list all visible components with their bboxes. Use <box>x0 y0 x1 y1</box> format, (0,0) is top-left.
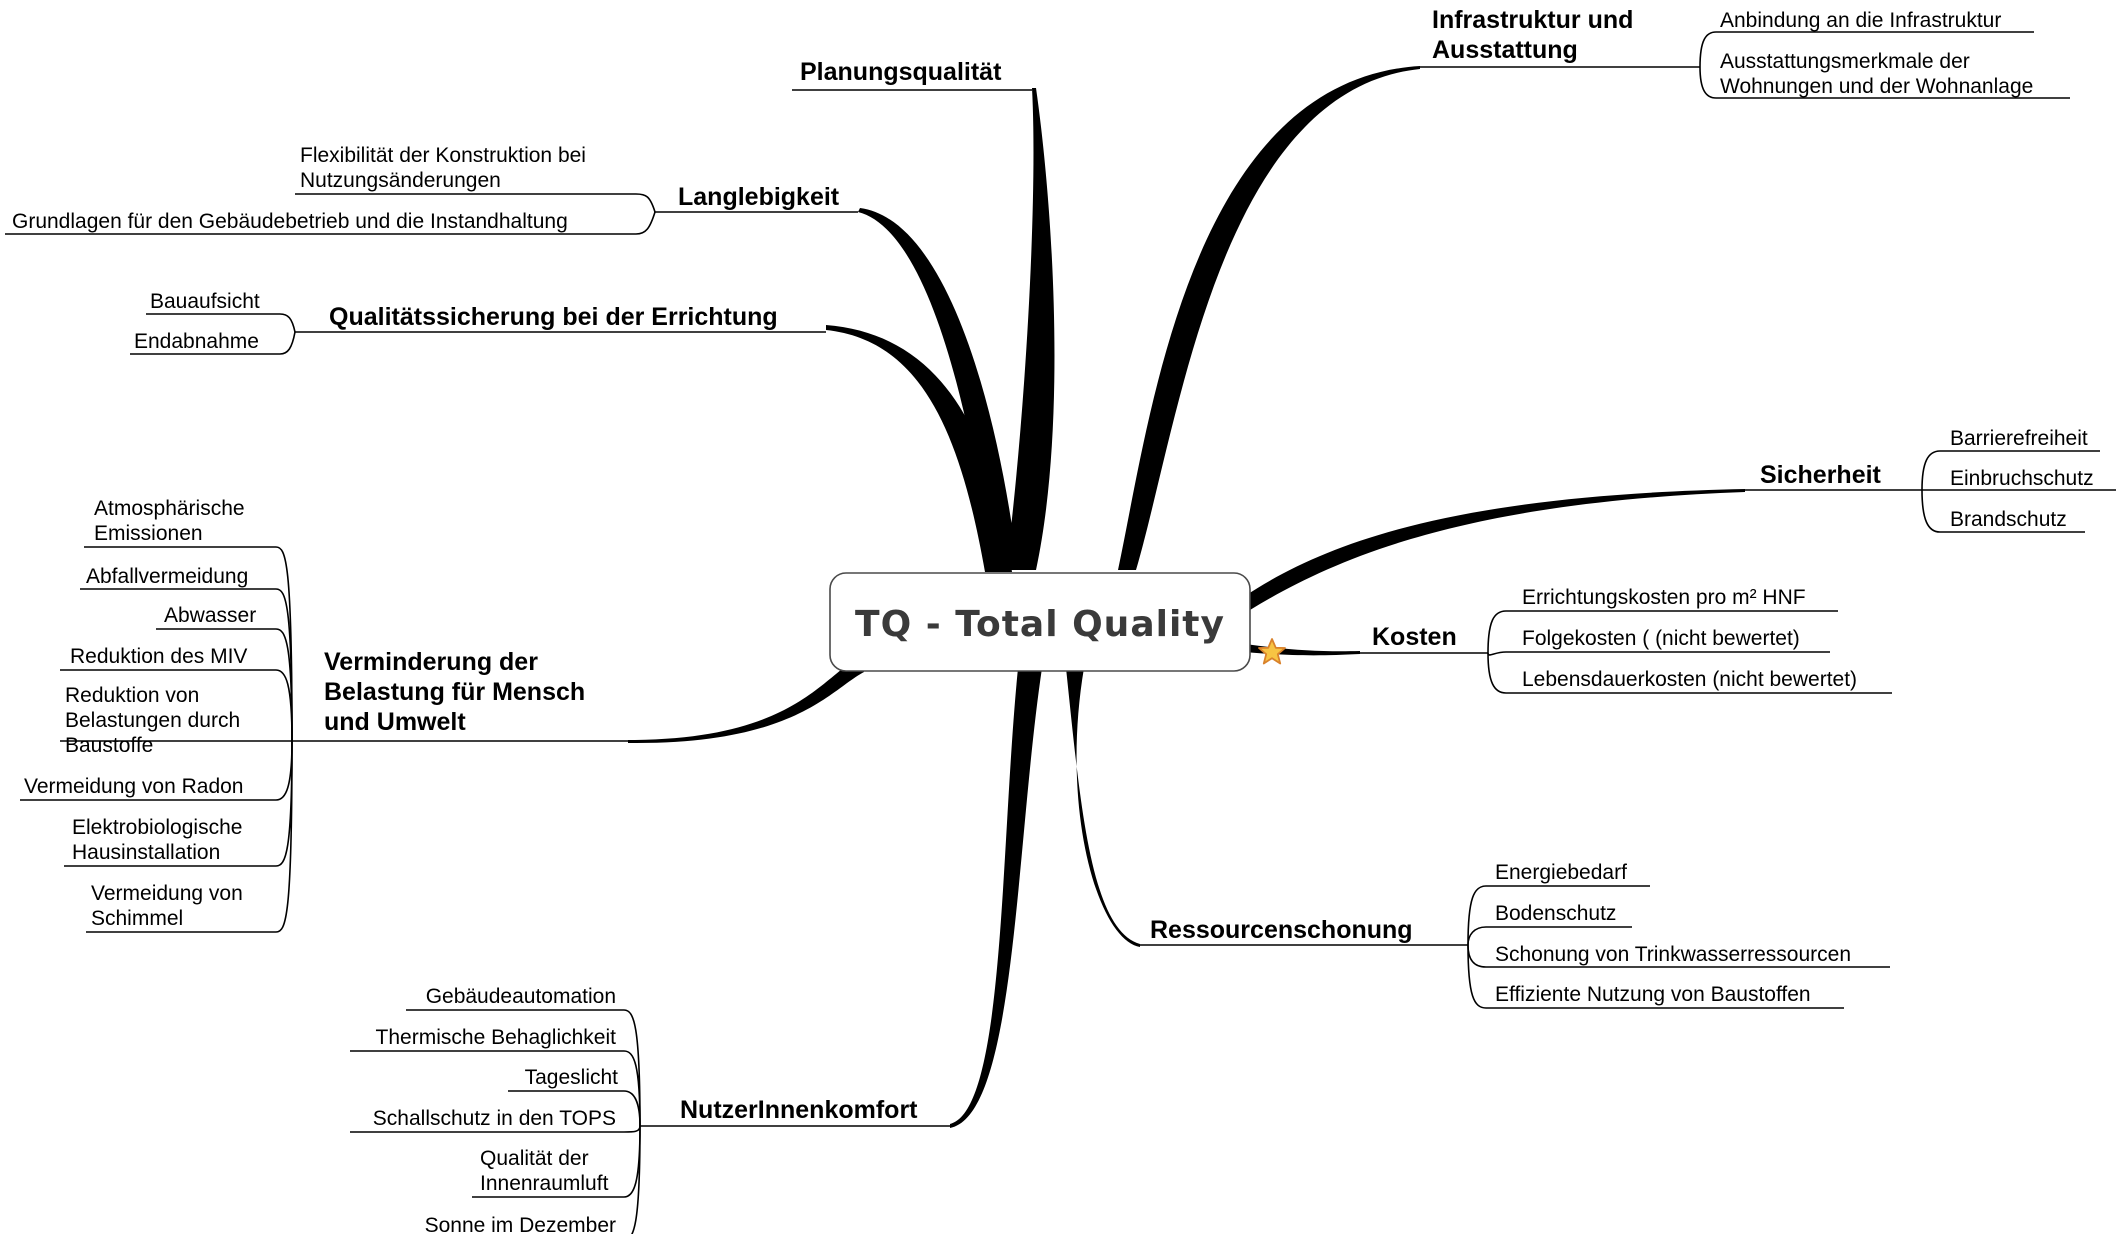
leaf-item[interactable]: Reduktion von Belastungen durch Baustoff… <box>65 684 246 757</box>
leaf-item[interactable]: Vermeidung von Radon <box>24 775 244 798</box>
leaf-item[interactable]: Energiebedarf <box>1495 861 1627 884</box>
star-icon <box>1258 638 1286 665</box>
leaf-line: Hausinstallation <box>72 841 220 864</box>
branch-label-line: Ausstattung <box>1432 36 1578 64</box>
branch-labels: Planungsqualität Langlebigkeit Qualitäts… <box>324 6 1882 1124</box>
branch-label-nutzerkomfort[interactable]: NutzerInnenkomfort <box>680 1096 918 1124</box>
leaf-item[interactable]: Endabnahme <box>134 330 259 353</box>
branch-label-ressourcenschonung[interactable]: Ressourcenschonung <box>1150 916 1413 944</box>
central-topic-label: TQ - Total Quality <box>855 604 1225 645</box>
leaf-item[interactable]: Lebensdauerkosten (nicht bewertet) <box>1522 668 1857 691</box>
central-topic-box[interactable] <box>829 572 1251 672</box>
leaf-item[interactable]: Ausstattungsmerkmale der Wohnungen und d… <box>1720 50 2033 98</box>
leaf-line: Flexibilität der Konstruktion bei <box>300 144 586 167</box>
branch-connector-verminderung <box>628 656 864 744</box>
leaf-line: Vermeidung von <box>91 882 243 905</box>
leaf-item[interactable]: Einbruchschutz <box>1950 467 2094 490</box>
branch-label-sicherheit[interactable]: Sicherheit <box>1760 461 1882 489</box>
branch-connector-infrastruktur <box>1118 66 1420 570</box>
leaf-item[interactable]: Barrierefreiheit <box>1950 427 2088 450</box>
leaf-labels: Anbindung an die Infrastruktur Ausstattu… <box>12 9 2094 1234</box>
leaf-item[interactable]: Flexibilität der Konstruktion bei Nutzun… <box>300 144 592 192</box>
branch-connector-qualitaetssicherung <box>826 325 1012 572</box>
leaf-line: Atmosphärische <box>94 497 245 520</box>
leaf-item[interactable]: Vermeidung von Schimmel <box>91 882 249 930</box>
branch-label-line: und Umwelt <box>324 708 466 736</box>
central-topic[interactable]: TQ - Total Quality <box>829 572 1251 672</box>
branch-label-qualitaetssicherung[interactable]: Qualitätssicherung bei der Errichtung <box>329 303 778 331</box>
leaf-item[interactable]: Folgekosten ( (nicht bewertet) <box>1522 627 1800 650</box>
branch-connector-sicherheit <box>1245 489 1745 610</box>
leaf-item[interactable]: Effiziente Nutzung von Baustoffen <box>1495 983 1811 1006</box>
leaf-line: Elektrobiologische <box>72 816 242 839</box>
leaf-item[interactable]: Abfallvermeidung <box>86 565 248 588</box>
leaf-item[interactable]: Brandschutz <box>1950 508 2067 531</box>
branch-connector-nutzerkomfort <box>950 668 1042 1128</box>
branch-label-line: Infrastruktur und <box>1432 6 1633 34</box>
leaf-item[interactable]: Schonung von Trinkwasserressourcen <box>1495 943 1851 966</box>
branch-label-line: Verminderung der <box>324 648 538 676</box>
branch-label-infrastruktur[interactable]: Infrastruktur und Ausstattung <box>1432 6 1633 64</box>
leaf-item[interactable]: Schallschutz in den TOPS <box>373 1107 616 1130</box>
leaf-line: Reduktion von <box>65 684 199 707</box>
leaf-item[interactable]: Bauaufsicht <box>150 290 260 313</box>
branch-label-line: Belastung für Mensch <box>324 678 585 706</box>
branch-connector-planungsqualitaet <box>1006 88 1055 570</box>
leaf-item[interactable]: Atmosphärische Emissionen <box>94 497 250 545</box>
leaf-item[interactable]: Errichtungskosten pro m² HNF <box>1522 586 1806 609</box>
leaf-item[interactable]: Reduktion des MIV <box>70 645 247 668</box>
branch-label-kosten[interactable]: Kosten <box>1372 623 1457 651</box>
leaf-line: Belastungen durch <box>65 709 240 732</box>
branch-underlines <box>292 66 1922 1127</box>
leaf-connectors <box>5 31 2116 1234</box>
leaf-item[interactable]: Abwasser <box>164 604 256 627</box>
leaf-item[interactable]: Sonne im Dezember <box>425 1214 616 1234</box>
leaf-line: Nutzungsänderungen <box>300 169 501 192</box>
leaf-item[interactable]: Grundlagen für den Gebäudebetrieb und di… <box>12 210 568 233</box>
leaf-line: Wohnungen und der Wohnanlage <box>1720 75 2033 98</box>
leaf-line: Ausstattungsmerkmale der <box>1720 50 1970 73</box>
leaf-line: Qualität der <box>480 1147 589 1170</box>
leaf-item[interactable]: Tageslicht <box>525 1066 619 1089</box>
branch-label-langlebigkeit[interactable]: Langlebigkeit <box>678 183 840 211</box>
branch-label-planungsqualitaet[interactable]: Planungsqualität <box>800 58 1002 86</box>
leaf-item[interactable]: Gebäudeautomation <box>426 985 616 1008</box>
leaf-item[interactable]: Bodenschutz <box>1495 902 1616 925</box>
leaf-item[interactable]: Qualität der Innenraumluft <box>480 1147 609 1195</box>
main-branches <box>628 66 1745 1128</box>
leaf-line: Baustoffe <box>65 734 153 757</box>
leaf-item[interactable]: Thermische Behaglichkeit <box>376 1026 617 1049</box>
branch-label-verminderung[interactable]: Verminderung der Belastung für Mensch un… <box>324 648 585 736</box>
leaf-line: Innenraumluft <box>480 1172 609 1195</box>
leaf-item[interactable]: Elektrobiologische Hausinstallation <box>72 816 248 864</box>
leaf-line: Emissionen <box>94 522 203 545</box>
branch-connector-ressourcenschonung <box>1066 668 1140 947</box>
leaf-line: Schimmel <box>91 907 183 930</box>
leaf-item[interactable]: Anbindung an die Infrastruktur <box>1720 9 2001 32</box>
